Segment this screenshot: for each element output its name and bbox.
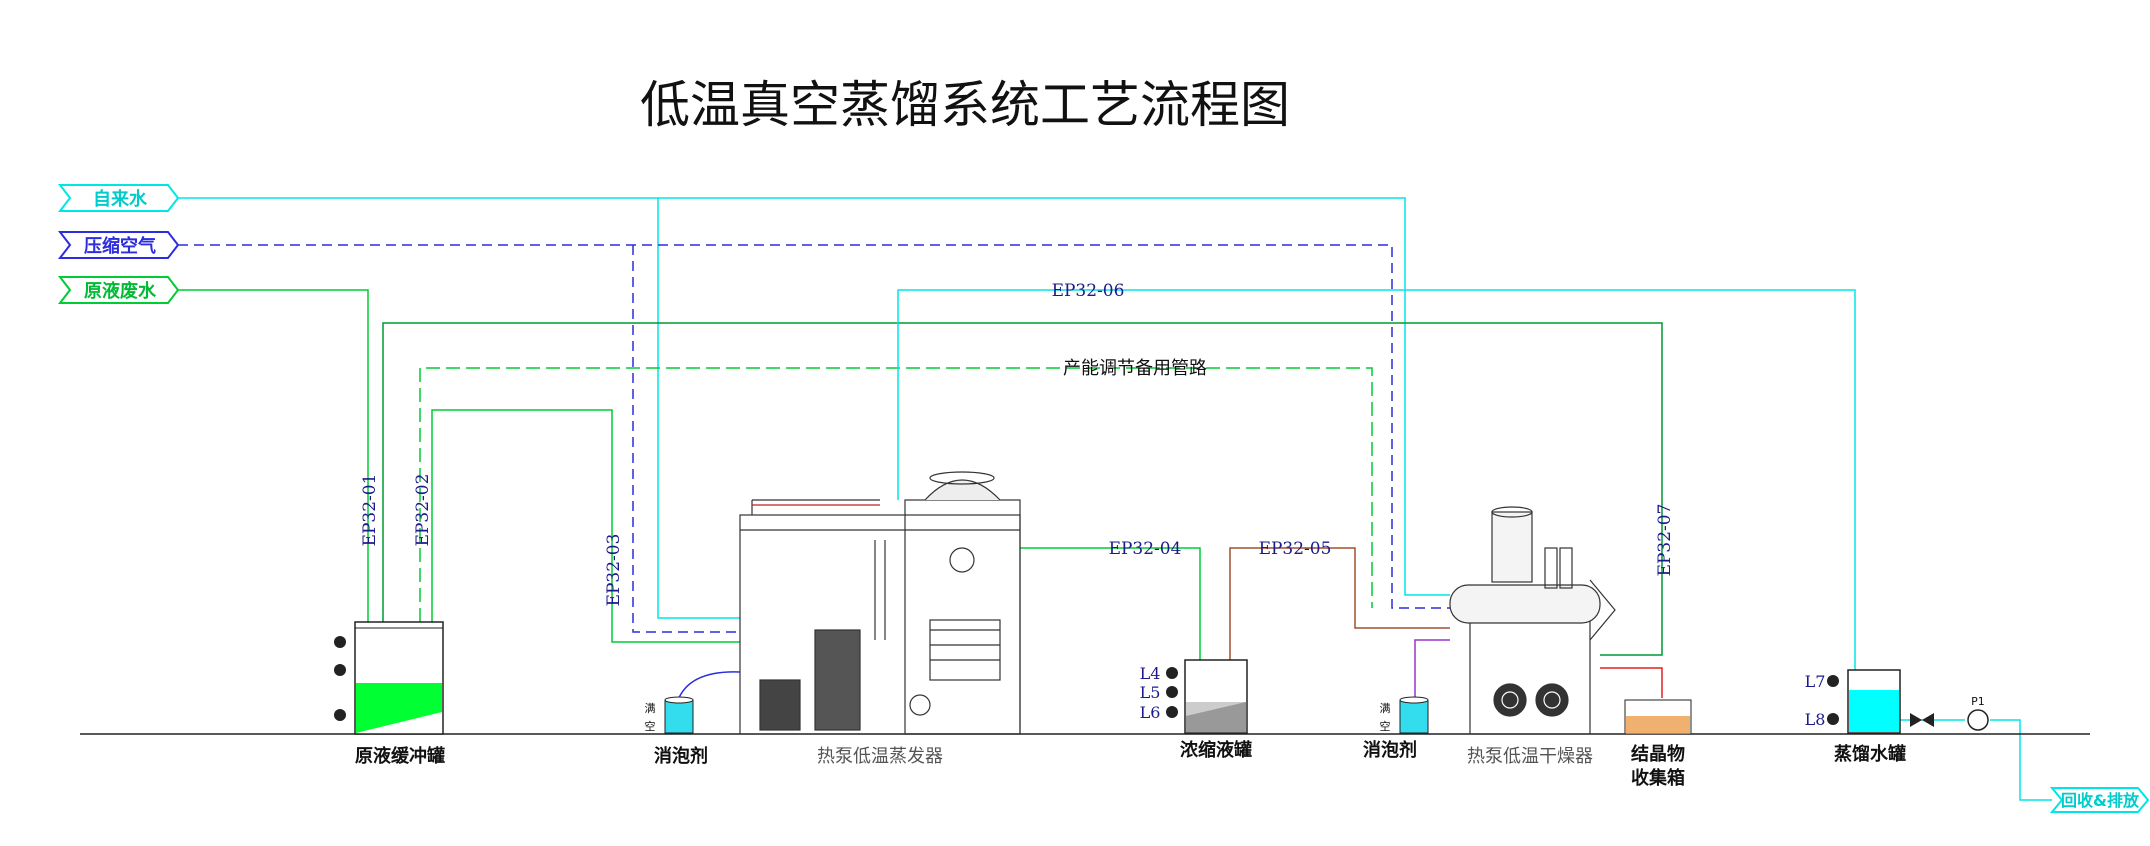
level-l8: L8 [1805,710,1826,729]
evaporator-unit [739,471,1021,735]
input-tag-raw-wastewater: 原液废水 [57,276,180,304]
distilled-water-tank [1827,669,1901,734]
crystal-box-label-2: 收集箱 [1631,767,1685,789]
diagram-title: 低温真空蒸馏系统工艺流程图 [640,76,1290,134]
distilled-tank-label: 蒸馏水罐 [1834,743,1906,765]
dryer-label: 热泵低温干燥器 [1467,746,1593,767]
pipe-ep32-03 [431,409,740,643]
input-tag-compressed-air-label: 压缩空气 [84,235,156,257]
crystal-collection-box [1624,699,1692,735]
output-tag-recycle-discharge: 回收&排放 [2049,787,2150,813]
output-tag-label: 回收&排放 [2061,791,2140,810]
buffer-tank-label: 原液缓冲罐 [355,745,445,767]
pipe-ep32-04 [1020,547,1201,660]
defoamer-1-label: 消泡剂 [654,745,708,767]
concentrate-tank-label: 浓缩液罐 [1180,739,1252,761]
defoamer-1-side-full: 满 [645,702,656,715]
level-l6: L6 [1140,703,1161,722]
dryer-unit [1449,506,1616,735]
buffer-tank-level-sensor [334,636,346,721]
evaporator-label: 热泵低温蒸发器 [817,746,943,767]
pipe-label-backup: 产能调节备用管路 [1063,358,1207,379]
level-l5: L5 [1140,683,1161,702]
defoamer-tank-1 [664,696,694,734]
pipe-defoamer-evaporator [677,671,741,701]
input-tag-tap-water-label: 自来水 [93,188,148,210]
defoamer-2-side-full: 满 [1380,702,1391,715]
input-tag-compressed-air: 压缩空气 [57,231,180,259]
input-tag-tap-water: 自来水 [57,184,180,212]
pipe-tap-water [178,197,1450,619]
level-l4: L4 [1140,664,1161,683]
pipe-label-ep32-06: EP32-06 [1052,281,1125,301]
pump-p1-label: P1 [1971,695,1985,708]
defoamer-tank-2 [1399,696,1429,734]
pipe-recycle [382,322,1663,656]
pipe-label-ep32-01: EP32-01 [360,474,380,547]
defoamer-2-label: 消泡剂 [1363,739,1417,761]
pipe-ep32-06 [897,289,1856,670]
pipe-label-ep32-07: EP32-07 [1655,504,1675,577]
pipe-output [1895,719,2052,801]
defoamer-1-side-empty: 空 [645,719,656,733]
pipe-label-ep32-05: EP32-05 [1259,539,1332,559]
pump-p1-icon [1967,709,1989,731]
valve-icon [1910,713,1934,727]
pipe-label-ep32-04: EP32-04 [1109,539,1182,559]
crystal-box-label-1: 结晶物 [1631,743,1685,765]
defoamer-2-side-empty: 空 [1380,719,1391,733]
pipe-ep32-05 [1229,547,1450,660]
input-tag-raw-wastewater-label: 原液废水 [84,280,157,302]
pipe-ep32-01 [178,289,369,622]
buffer-tank [334,621,444,735]
pipe-label-ep32-02: EP32-02 [413,474,433,547]
pipe-backup [419,367,1373,622]
pipe-label-ep32-03: EP32-03 [604,534,624,607]
concentrate-tank [1166,659,1248,734]
level-l7: L7 [1805,672,1826,691]
pipe-crystal-discharge [1600,667,1663,698]
pipe-compressed-air [178,244,1450,633]
pipe-defoamer-dryer [1414,639,1450,700]
